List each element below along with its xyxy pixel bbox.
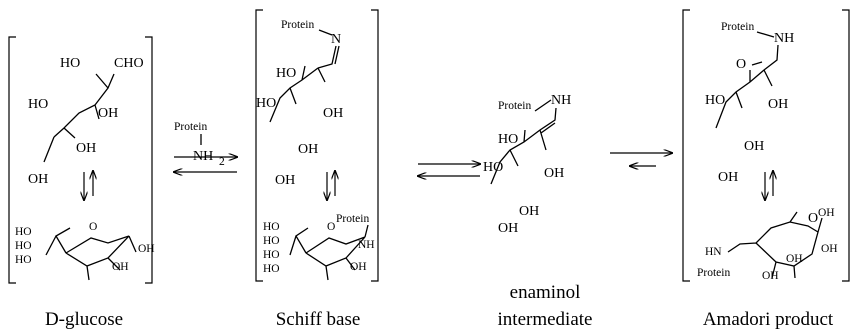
schiff-ring-bonds <box>289 224 369 281</box>
schiff-ring-ho-1: HO <box>263 221 280 233</box>
enaminol-structure: Protein NH HO HO OH OH OH <box>483 93 571 236</box>
schiff-ring-o: O <box>327 221 335 233</box>
enaminol-ho-2: HO <box>483 160 503 175</box>
enaminol-protein: Protein <box>498 100 531 112</box>
amadori-ring-o: O <box>808 211 818 226</box>
glucose-cho: CHO <box>114 56 144 71</box>
amadori-nh: NH <box>774 31 794 46</box>
amadori-oh-2: OH <box>768 97 788 112</box>
schiff-ho-1: HO <box>276 66 296 81</box>
schiff-ring-nh: NH <box>358 239 375 251</box>
glucose-ho-2: HO <box>28 97 48 112</box>
schiff-ring-ho-3: HO <box>263 249 280 261</box>
bracket-left <box>682 9 690 282</box>
amadori-chain-bonds <box>715 31 779 129</box>
caption-d-glucose: D-glucose <box>45 309 123 330</box>
bracket-left <box>255 9 263 282</box>
reagent-subscript: 2 <box>219 156 225 168</box>
glucose-chain-bonds <box>43 73 115 163</box>
amadori-ring-oh-1: OH <box>818 207 835 219</box>
d-glucose-structure: HO CHO HO OH OH OH HO HO HO O OH OH <box>8 36 155 284</box>
schiff-protein: Protein <box>281 19 314 31</box>
glucose-ring-ho-2: HO <box>15 240 32 252</box>
glucose-ring-o: O <box>89 221 97 233</box>
schiff-n: N <box>331 32 341 47</box>
enaminol-oh-4: OH <box>519 204 539 219</box>
schiff-oh-4: OH <box>298 142 318 157</box>
amadori-ring-oh-4: OH <box>762 270 779 282</box>
amadori-ring-hn: HN <box>705 246 722 258</box>
glucose-ring-bonds <box>45 227 137 281</box>
amadori-ring-oh-2: OH <box>821 243 838 255</box>
schiff-oh-5: OH <box>275 173 295 188</box>
amadori-o: O <box>736 57 746 72</box>
glucose-ring-oh-2: OH <box>112 261 129 273</box>
glucose-ring-ho-1: HO <box>15 226 32 238</box>
amadori-oh-4: OH <box>718 170 738 185</box>
schiff-ring-ho-4: HO <box>263 263 280 275</box>
bracket-right <box>371 9 379 282</box>
amadori-ring-oh-3: OH <box>786 253 803 265</box>
bracket-right <box>842 9 850 282</box>
schiff-ring-ho-2: HO <box>263 235 280 247</box>
amadori-ho-1: HO <box>705 93 725 108</box>
glucose-oh-3: OH <box>98 106 118 121</box>
glucose-oh-4: OH <box>76 141 96 156</box>
reagent-protein-nh2: Protein NH 2 <box>174 121 225 168</box>
amadori-oh-3: OH <box>744 139 764 154</box>
reagent-protein: Protein <box>174 121 207 133</box>
schiff-ring-protein: Protein <box>336 213 369 225</box>
schiff-chain-bonds <box>269 29 340 123</box>
bracket-left <box>8 36 16 284</box>
glucose-ho-1: HO <box>60 56 80 71</box>
schiff-ring-oh: OH <box>350 261 367 273</box>
enaminol-chain-bonds <box>490 99 557 185</box>
caption-intermediate: intermediate <box>498 309 593 330</box>
enaminol-oh-3: OH <box>544 166 564 181</box>
glucose-oh-5: OH <box>28 172 48 187</box>
glucose-ring-oh-1: OH <box>138 243 155 255</box>
enaminol-oh-5: OH <box>498 221 518 236</box>
amadori-ring-protein: Protein <box>697 267 730 279</box>
schiff-ho-2: HO <box>256 96 276 111</box>
amadori-product-structure: Protein NH O HO OH OH OH O OH OH OH OH H… <box>682 9 850 282</box>
schiff-oh-3: OH <box>323 106 343 121</box>
amadori-ring-bonds <box>727 211 823 279</box>
enaminol-ho-1: HO <box>498 132 518 147</box>
caption-schiff-base: Schiff base <box>276 309 361 330</box>
schiff-base-structure: Protein N HO HO OH OH OH HO HO HO HO O P… <box>255 9 379 282</box>
enaminol-nh: NH <box>551 93 571 108</box>
bracket-right <box>145 36 153 284</box>
glucose-ring-ho-3: HO <box>15 254 32 266</box>
caption-amadori-product: Amadori product <box>703 309 834 330</box>
amadori-protein: Protein <box>721 21 754 33</box>
caption-enaminol: enaminol <box>510 282 581 303</box>
